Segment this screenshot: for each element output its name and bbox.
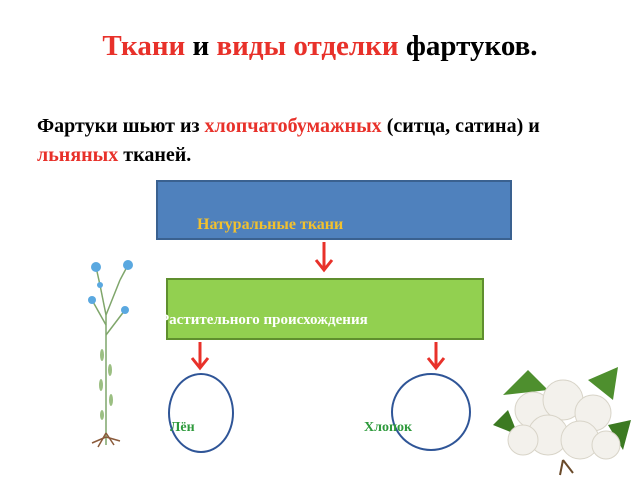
flax-plant-image — [88, 260, 133, 448]
slide-title: Ткани и виды отделки фартуков. — [0, 30, 640, 63]
intro-linen: льняных — [37, 144, 119, 166]
intro-text: Фартуки шьют из хлопчатобумажных (ситца,… — [37, 112, 617, 170]
arrow-down-right-icon — [426, 342, 446, 371]
title-word-aprons: фартуков. — [398, 30, 538, 62]
intro-part3: (ситца, сатина) и — [381, 115, 540, 137]
natural-fabrics-label: Натуральные ткани — [197, 216, 344, 233]
intro-cotton: хлопчатобумажных — [204, 115, 382, 137]
cotton-label: Хлопок — [364, 420, 413, 435]
intro-part1: Фартуки шьют из — [37, 115, 205, 137]
flax-label: Лён — [170, 420, 195, 435]
arrow-down-left-icon — [190, 342, 210, 371]
arrow-down-icon — [314, 242, 334, 273]
title-word-finishing: виды отделки — [216, 30, 399, 62]
cotton-oval — [391, 373, 471, 451]
cotton-boll-image — [493, 367, 631, 476]
plant-origin-label: Растительного происхождения — [160, 312, 368, 328]
natural-fabrics-box — [156, 180, 512, 240]
title-and: и — [185, 30, 217, 62]
title-word-fabrics: Ткани — [102, 30, 186, 62]
intro-part5: тканей. — [118, 144, 192, 166]
plant-origin-box — [166, 278, 484, 340]
flax-oval — [168, 373, 234, 453]
